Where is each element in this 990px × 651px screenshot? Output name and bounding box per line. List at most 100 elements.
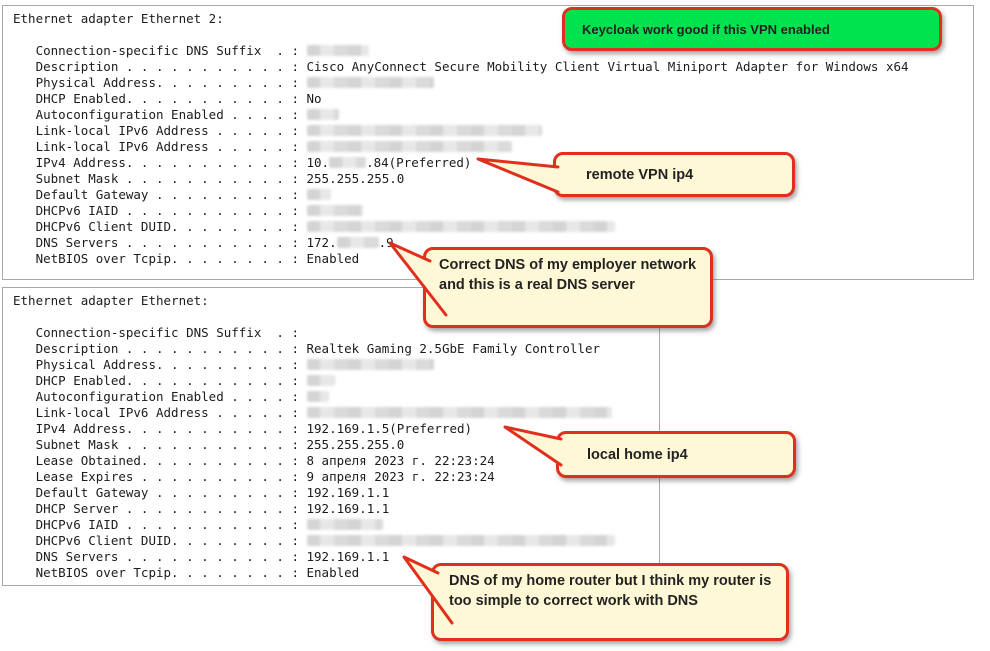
redacted-value-blur (306, 189, 331, 200)
line-label: Lease Obtained. . . . . . . . . . : (13, 453, 307, 468)
console-line: NetBIOS over Tcpip. . . . . . . . : Enab… (13, 565, 659, 581)
redacted-value-blur (306, 141, 512, 152)
ipconfig-output-ethernet: Ethernet adapter Ethernet: Connection-sp… (3, 288, 659, 581)
line-value: Cisco AnyConnect Secure Mobility Client … (306, 59, 909, 74)
line-value: 192.169.1.5(Preferred) (306, 421, 473, 436)
console-line: Default Gateway . . . . . . . . . : 192.… (13, 485, 659, 501)
line-label: Physical Address. . . . . . . . . : (13, 357, 307, 372)
console-line: Link-local IPv6 Address . . . . . : (13, 123, 973, 139)
line-label: Connection-specific DNS Suffix . : (13, 325, 307, 340)
console-lines: Connection-specific DNS Suffix . : Descr… (13, 43, 973, 267)
line-label: DHCP Server . . . . . . . . . . . : (13, 501, 307, 516)
redacted-value-blur (306, 519, 383, 530)
redacted-value-blur (306, 45, 369, 56)
redacted-value-blur (306, 205, 363, 216)
redacted-value-blur (306, 359, 434, 370)
console-line: DHCPv6 Client DUID. . . . . . . . : (13, 219, 973, 235)
console-line: Physical Address. . . . . . . . . : (13, 75, 973, 91)
line-label: Subnet Mask . . . . . . . . . . . : (13, 171, 307, 186)
line-label: Default Gateway . . . . . . . . . : (13, 187, 307, 202)
callout-remote-vpn-ip4: remote VPN ip4 (553, 152, 795, 197)
console-line: Physical Address. . . . . . . . . : (13, 357, 659, 373)
console-line: DHCP Enabled. . . . . . . . . . . : (13, 373, 659, 389)
console-title: Ethernet adapter Ethernet 2: (13, 11, 224, 26)
line-label: NetBIOS over Tcpip. . . . . . . . : (13, 251, 307, 266)
line-label: DHCPv6 IAID . . . . . . . . . . . : (13, 203, 307, 218)
console-line: Link-local IPv6 Address . . . . . : (13, 405, 659, 421)
console-line: Lease Expires . . . . . . . . . . : 9 ап… (13, 469, 659, 485)
console-line: Link-local IPv6 Address . . . . . : (13, 139, 973, 155)
line-label: IPv4 Address. . . . . . . . . . . : (13, 421, 307, 436)
line-value: Enabled (306, 251, 360, 266)
line-value: Realtek Gaming 2.5GbE Family Controller (306, 341, 601, 356)
line-value: 172. (306, 235, 337, 250)
line-label: Link-local IPv6 Address . . . . . : (13, 405, 307, 420)
console-line: IPv4 Address. . . . . . . . . . . : 192.… (13, 421, 659, 437)
callout-home-router-dns: DNS of my home router but I think my rou… (431, 563, 789, 641)
console-title: Ethernet adapter Ethernet: (13, 293, 209, 308)
redacted-value-blur (306, 535, 615, 546)
line-label: Autoconfiguration Enabled . . . . : (13, 389, 307, 404)
redacted-value-blur (306, 125, 542, 136)
console-line: DHCPv6 IAID . . . . . . . . . . . : (13, 517, 659, 533)
callout-keycloak-vpn: Keycloak work good if this VPN enabled (562, 7, 942, 51)
line-value: No (306, 91, 322, 106)
console-line: DNS Servers . . . . . . . . . . . : 172.… (13, 235, 973, 251)
line-value: 255.255.255.0 (306, 437, 405, 452)
redacted-value-blur (306, 375, 335, 386)
callout-local-home-ip4: local home ip4 (556, 431, 796, 478)
console-line: DHCP Server . . . . . . . . . . . : 192.… (13, 501, 659, 517)
line-value: Enabled (306, 565, 360, 580)
console-line: DHCPv6 Client DUID. . . . . . . . : (13, 533, 659, 549)
redacted-value-blur (306, 407, 612, 418)
line-label: IPv4 Address. . . . . . . . . . . : (13, 155, 307, 170)
callout-employer-dns: Correct DNS of my employer network and t… (423, 247, 713, 328)
line-value: 192.169.1.1 (306, 501, 390, 516)
line-label: Physical Address. . . . . . . . . : (13, 75, 307, 90)
line-label: Link-local IPv6 Address . . . . . : (13, 123, 307, 138)
console-line: Subnet Mask . . . . . . . . . . . : 255.… (13, 437, 659, 453)
line-value: 192.169.1.1 (306, 485, 390, 500)
line-label: Lease Expires . . . . . . . . . . : (13, 469, 307, 484)
line-label: Subnet Mask . . . . . . . . . . . : (13, 437, 307, 452)
line-label: Autoconfiguration Enabled . . . . : (13, 107, 307, 122)
callout-text: Correct DNS of my employer network and t… (439, 257, 697, 293)
line-value: 9 апреля 2023 г. 22:23:24 (306, 469, 495, 484)
line-label: DNS Servers . . . . . . . . . . . : (13, 235, 307, 250)
console-lines: Connection-specific DNS Suffix . : Descr… (13, 325, 659, 581)
console-line: Default Gateway . . . . . . . . . : (13, 187, 973, 203)
redacted-value-blur (306, 77, 434, 88)
line-value: 255.255.255.0 (306, 171, 405, 186)
console-line: NetBIOS over Tcpip. . . . . . . . : Enab… (13, 251, 973, 267)
line-value: 10. (306, 155, 330, 170)
line-label: Description . . . . . . . . . . . : (13, 59, 307, 74)
redacted-value-blur (306, 221, 615, 232)
line-value: .9 (378, 235, 394, 250)
callout-text: Keycloak work good if this VPN enabled (582, 21, 830, 37)
console-line: Subnet Mask . . . . . . . . . . . : 255.… (13, 171, 973, 187)
line-label: Default Gateway . . . . . . . . . : (13, 485, 307, 500)
line-label: Connection-specific DNS Suffix . : (13, 43, 307, 58)
redacted-value-blur (306, 109, 339, 120)
console-line: DHCPv6 IAID . . . . . . . . . . . : (13, 203, 973, 219)
line-value: 192.169.1.1 (306, 549, 390, 564)
console-line: Description . . . . . . . . . . . : Cisc… (13, 59, 973, 75)
line-value: .84(Preferred) (366, 155, 472, 170)
console-line: Autoconfiguration Enabled . . . . : (13, 389, 659, 405)
console-window-ethernet: Ethernet adapter Ethernet: Connection-sp… (2, 287, 660, 586)
redacted-value-blur (329, 157, 367, 168)
console-line: Lease Obtained. . . . . . . . . . : 8 ап… (13, 453, 659, 469)
callout-text: local home ip4 (587, 446, 688, 463)
line-label: DHCP Enabled. . . . . . . . . . . : (13, 91, 307, 106)
ipconfig-output-ethernet2: Ethernet adapter Ethernet 2: Connection-… (3, 6, 973, 267)
line-label: DHCP Enabled. . . . . . . . . . . : (13, 373, 307, 388)
console-line: Autoconfiguration Enabled . . . . : (13, 107, 973, 123)
console-line: DHCP Enabled. . . . . . . . . . . : No (13, 91, 973, 107)
console-line: DNS Servers . . . . . . . . . . . : 192.… (13, 549, 659, 565)
line-label: NetBIOS over Tcpip. . . . . . . . : (13, 565, 307, 580)
line-label: Description . . . . . . . . . . . : (13, 341, 307, 356)
console-line: IPv4 Address. . . . . . . . . . . : 10..… (13, 155, 973, 171)
line-label: DHCPv6 Client DUID. . . . . . . . : (13, 219, 307, 234)
line-label: DHCPv6 Client DUID. . . . . . . . : (13, 533, 307, 548)
